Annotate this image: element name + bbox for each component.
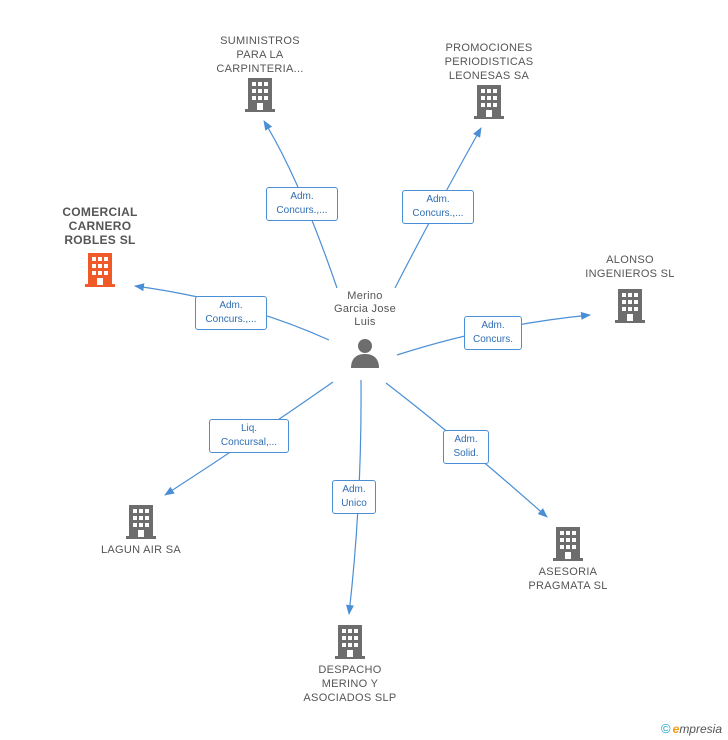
- company-label: LAGUN AIR SA: [100, 544, 181, 556]
- building-icon: [474, 85, 504, 119]
- relation-label-despacho[interactable]: Adm. Unico: [332, 480, 376, 514]
- company-node-lagun[interactable]: LAGUN AIR SA: [86, 503, 196, 557]
- company-node-promociones[interactable]: PROMOCIONES PERIODISTICAS LEONESAS SA: [434, 41, 544, 119]
- relation-label-promociones[interactable]: Adm. Concurs.,...: [402, 190, 474, 224]
- person-label: Merino Garcia Jose Luis: [334, 290, 396, 328]
- company-node-asesoria[interactable]: ASESORIA PRAGMATA SL: [518, 525, 618, 593]
- building-icon: [615, 289, 645, 323]
- company-node-despacho[interactable]: DESPACHO MERINO Y ASOCIADOS SLP: [295, 623, 405, 705]
- relation-label-comercial[interactable]: Adm. Concurs.,...: [195, 296, 267, 330]
- building-icon: [126, 505, 156, 539]
- company-node-suministros[interactable]: SUMINISTROS PARA LA CARPINTERIA...: [210, 34, 310, 112]
- person-icon: [351, 339, 379, 368]
- person-node[interactable]: Merino Garcia Jose Luis: [315, 290, 415, 369]
- relation-label-asesoria[interactable]: Adm. Solid.: [443, 430, 489, 464]
- relation-label-suministros[interactable]: Adm. Concurs.,...: [266, 187, 338, 221]
- company-node-comercial[interactable]: COMERCIAL CARNERO ROBLES SL: [52, 205, 148, 287]
- relation-label-lagun[interactable]: Liq. Concursal,...: [209, 419, 289, 453]
- company-label: ALONSO INGENIEROS SL: [585, 254, 675, 280]
- brand-name: mpresia: [679, 722, 722, 736]
- building-icon: [335, 625, 365, 659]
- company-label: COMERCIAL CARNERO ROBLES SL: [62, 205, 138, 247]
- company-label: ASESORIA PRAGMATA SL: [528, 566, 608, 592]
- company-node-alonso[interactable]: ALONSO INGENIEROS SL: [580, 253, 680, 323]
- company-label: DESPACHO MERINO Y ASOCIADOS SLP: [303, 664, 397, 704]
- watermark: ©empresia: [661, 721, 722, 736]
- building-icon: [553, 527, 583, 561]
- brand-initial: e: [672, 722, 680, 736]
- company-label: PROMOCIONES PERIODISTICAS LEONESAS SA: [444, 42, 534, 82]
- building-icon: [85, 253, 115, 287]
- building-icon: [245, 78, 275, 112]
- copyright-symbol: ©: [661, 721, 671, 736]
- relation-label-alonso[interactable]: Adm. Concurs.: [464, 316, 522, 350]
- company-label: SUMINISTROS PARA LA CARPINTERIA...: [216, 35, 304, 75]
